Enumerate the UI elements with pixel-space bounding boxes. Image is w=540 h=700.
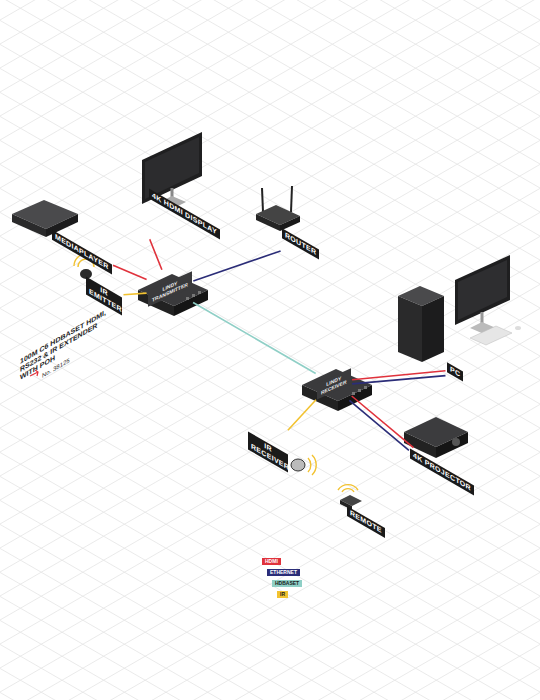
cable <box>352 376 445 384</box>
cable <box>124 293 147 295</box>
diagram-title: 100M C6 HDBASET HDMI, RS232 & IR EXTENDE… <box>20 303 116 382</box>
pc-icon <box>398 255 521 362</box>
legend-text: ETHERNET <box>270 569 297 575</box>
tag-text: ROUTER <box>285 231 316 257</box>
tag-text: MEDIAPLAYER <box>55 233 109 272</box>
legend-swatch: HDBASET <box>272 580 302 587</box>
label-tag: 4K HDMI DISPLAY <box>149 189 220 240</box>
cable <box>288 400 316 431</box>
cable <box>193 251 280 281</box>
legend-text: IR <box>280 591 285 597</box>
cable <box>352 396 414 448</box>
label-tag: IR RECEIVER <box>248 431 288 472</box>
mediaplayer-icon <box>12 200 78 237</box>
tag-text: 4K PROJECTOR <box>413 451 471 492</box>
cable <box>352 371 445 380</box>
tag-text: IR RECEIVER <box>251 434 285 470</box>
tag-text: REMOTE <box>350 509 382 535</box>
legend-text: HDMI <box>265 558 278 564</box>
cable <box>193 303 316 374</box>
remote-icon <box>338 485 362 510</box>
tag-text: 4K HDMI DISPLAY <box>152 191 217 236</box>
legend-swatch: IR <box>277 591 288 598</box>
label-tag: REMOTE <box>347 506 385 538</box>
cable <box>150 240 162 270</box>
router-icon <box>256 186 300 231</box>
legend-swatch: ETHERNET <box>267 569 300 576</box>
legend-swatch: HDMI <box>262 558 281 565</box>
cable <box>349 400 409 450</box>
tag-text: IR EMITTER <box>89 279 119 312</box>
legend-text: HDBASET <box>275 580 299 586</box>
ir-receiver-icon <box>291 455 316 475</box>
cable <box>113 265 147 279</box>
label-tag: ROUTER <box>282 228 319 260</box>
